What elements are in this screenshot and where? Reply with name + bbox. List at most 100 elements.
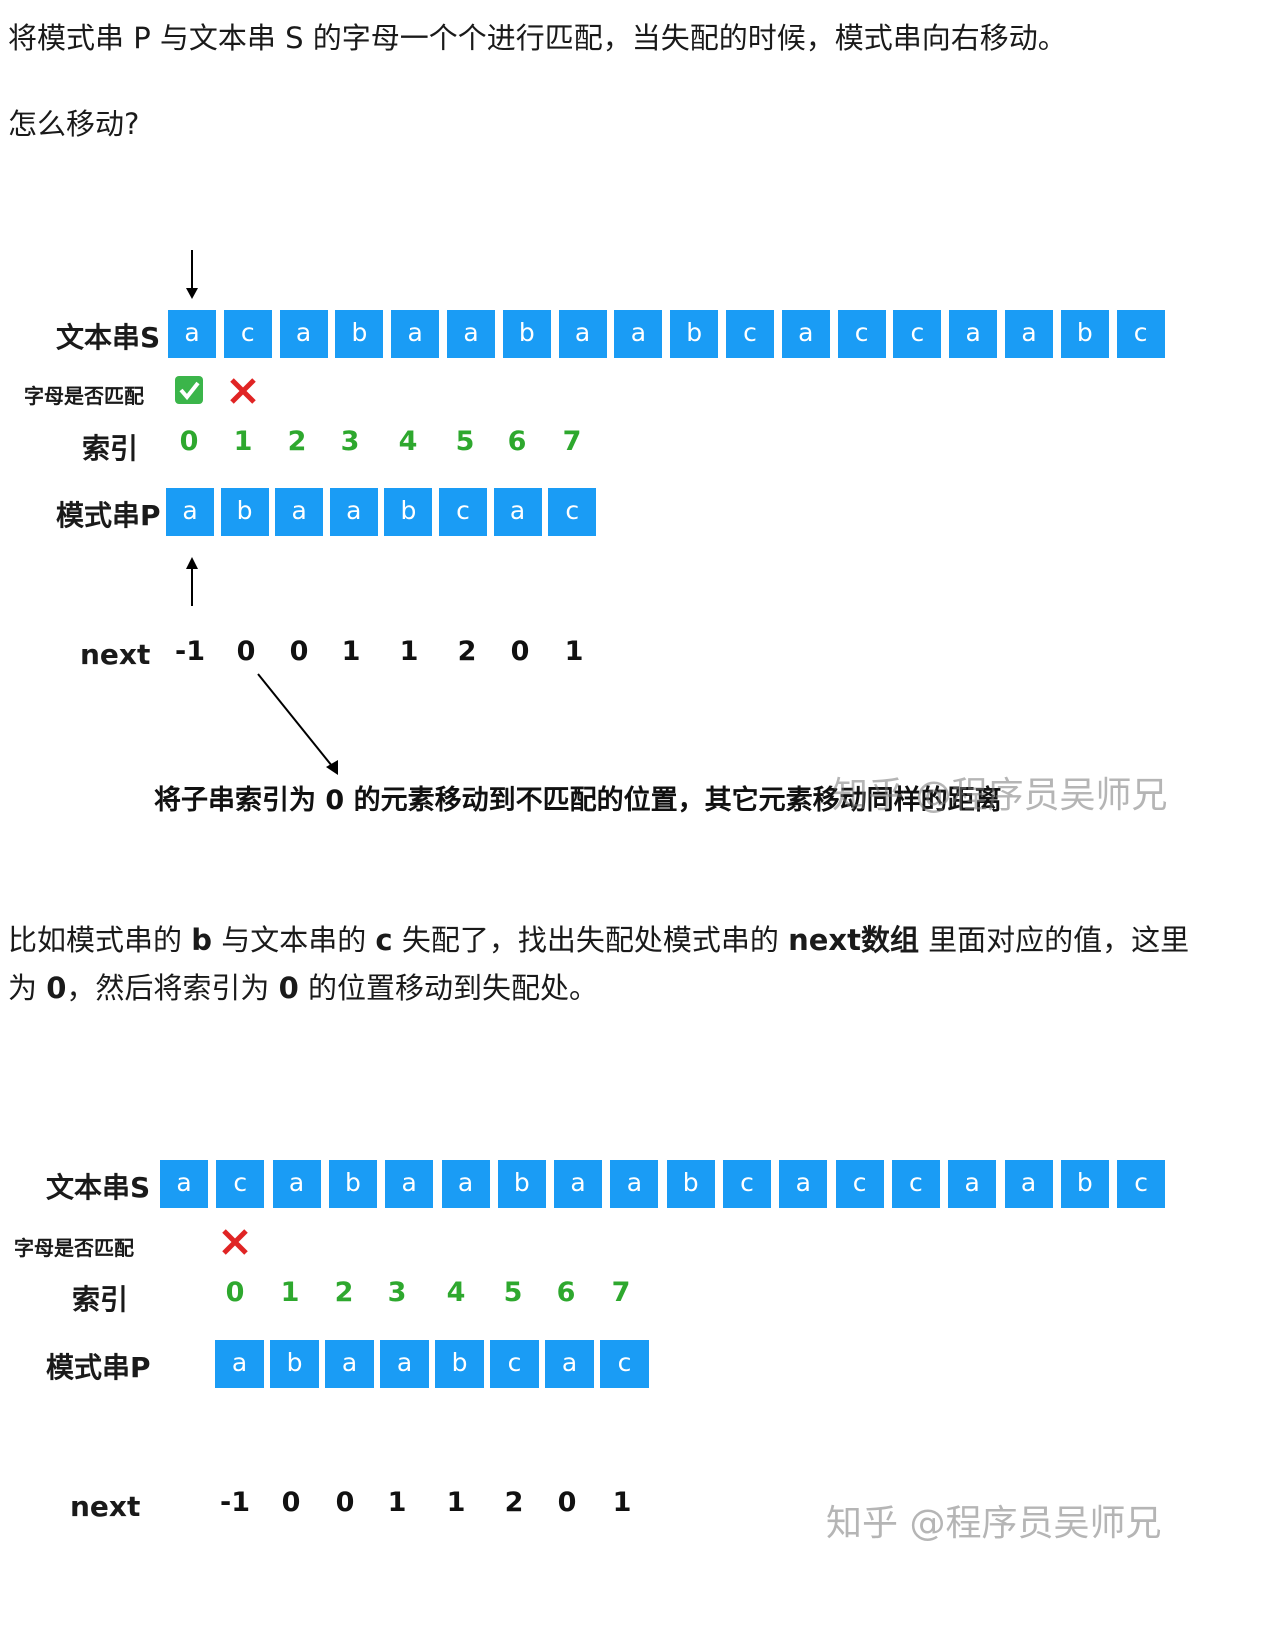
index-value: 0 [225, 1277, 245, 1308]
index-value: 2 [334, 1277, 354, 1308]
next-value: 0 [236, 636, 256, 667]
text-char-cell: a [441, 1160, 490, 1208]
pattern-char-cell: b [270, 1340, 319, 1388]
intro-paragraph: 将模式串 P 与文本串 S 的字母一个个进行匹配，当失配的时候，模式串向右移动。 [8, 21, 1067, 55]
question-paragraph: 怎么移动? [8, 107, 140, 141]
text-char-cell: c [726, 310, 774, 358]
index-value: 3 [387, 1277, 407, 1308]
next-value: -1 [220, 1487, 250, 1518]
index-value: 7 [562, 426, 582, 457]
index-value: 4 [398, 426, 418, 457]
next-label-2: next [70, 1490, 141, 1523]
pattern-char-cell: a [215, 1340, 264, 1388]
text-char-cell: c [835, 1160, 884, 1208]
text-char-cell: b [1060, 1160, 1109, 1208]
text-string-label: 文本串S [56, 321, 161, 354]
text-char-cell: a [558, 310, 607, 358]
text-char-cell: b [502, 310, 551, 358]
pattern-char-cell: a [275, 488, 324, 536]
pattern-label-2: 模式串P [46, 1351, 151, 1384]
text-char-cell: b [335, 310, 384, 358]
pattern-char-cell: a [545, 1340, 594, 1388]
pattern-char-cell: c [439, 488, 487, 536]
figure-1-caption: 将子串索引为 0 的元素移动到不匹配的位置，其它元素移动同样的距离 [154, 785, 1002, 816]
figure-1-watermark: 知乎 @程序员吴师兄 [832, 775, 1168, 816]
next-value: 0 [289, 636, 309, 667]
pattern-char-cell: c [548, 488, 597, 536]
text-char-cell: a [385, 1160, 434, 1208]
text-char-cell: a [781, 310, 830, 358]
next-value: 1 [564, 636, 584, 667]
next-value: 0 [510, 636, 530, 667]
next-value: 0 [335, 1487, 355, 1518]
next-value: 1 [399, 636, 419, 667]
next-value: 2 [504, 1487, 524, 1518]
next-value: 1 [341, 636, 361, 667]
diagonal-arrow-icon [257, 673, 338, 775]
pattern-char-cell: b [220, 488, 269, 536]
figure-2-watermark: 知乎 @程序员吴师兄 [826, 1503, 1162, 1544]
explanation-paragraph: 比如模式串的 b 与文本串的 c 失配了，找出失配处模式串的 next数组 里面… [8, 923, 1190, 1005]
text-char-cell: c [723, 1160, 771, 1208]
text-char-cell: a [554, 1160, 603, 1208]
text-char-cell: b [328, 1160, 377, 1208]
text-char-cell: a [610, 1160, 659, 1208]
next-value: 1 [387, 1487, 407, 1518]
pattern-char-cell: a [325, 1340, 374, 1388]
next-value: 1 [612, 1487, 632, 1518]
next-value: 2 [457, 636, 477, 667]
index-value: 1 [280, 1277, 300, 1308]
text-char-cell: a [1005, 310, 1053, 358]
pattern-char-cell: c [600, 1340, 649, 1388]
index-label-2: 索引 [72, 1283, 129, 1316]
index-value: 0 [179, 426, 199, 457]
pattern-char-cell: a [166, 488, 214, 536]
text-char-cell: a [779, 1160, 828, 1208]
pattern-char-cell: a [380, 1340, 429, 1388]
pattern-char-cell: b [435, 1340, 484, 1388]
text-char-cell: c [891, 1160, 940, 1208]
check-mark-icon [174, 375, 204, 409]
text-char-cell: c [223, 310, 272, 358]
text-char-cell: a [614, 310, 663, 358]
index-value: 6 [507, 426, 527, 457]
text-char-cell: b [497, 1160, 546, 1208]
text-string-label-2: 文本串S [46, 1171, 151, 1204]
text-char-cell: b [670, 310, 719, 358]
pattern-char-cell: b [384, 488, 433, 536]
index-value: 2 [287, 426, 307, 457]
figure-1-arrows [186, 250, 338, 775]
index-value: 4 [446, 1277, 466, 1308]
next-value: 1 [446, 1487, 466, 1518]
next-value: 0 [281, 1487, 301, 1518]
pattern-label: 模式串P [56, 499, 161, 532]
text-char-cell: a [948, 1160, 997, 1208]
pattern-char-cell: a [329, 488, 378, 536]
index-value: 1 [233, 426, 253, 457]
text-char-cell: a [160, 1160, 208, 1208]
text-char-cell: b [666, 1160, 715, 1208]
text-char-cell: a [168, 310, 216, 358]
next-value: 0 [557, 1487, 577, 1518]
match-label: 字母是否匹配 [24, 384, 144, 408]
up-arrow-icon [186, 557, 198, 606]
pattern-char-cell: a [493, 488, 542, 536]
down-arrow-icon [186, 250, 198, 299]
index-value: 6 [556, 1277, 576, 1308]
text-char-cell: a [447, 310, 495, 358]
index-value: 3 [340, 426, 360, 457]
match-label-2: 字母是否匹配 [14, 1236, 134, 1260]
text-char-cell: a [949, 310, 998, 358]
text-char-cell: a [272, 1160, 321, 1208]
text-char-cell: a [279, 310, 328, 358]
text-char-cell: a [1004, 1160, 1053, 1208]
cross-mark-icon [228, 376, 258, 410]
text-char-cell: a [391, 310, 440, 358]
index-label: 索引 [82, 432, 139, 465]
text-char-cell: b [1060, 310, 1109, 358]
next-value: -1 [175, 636, 205, 667]
index-value: 7 [611, 1277, 631, 1308]
text-char-cell: c [216, 1160, 265, 1208]
